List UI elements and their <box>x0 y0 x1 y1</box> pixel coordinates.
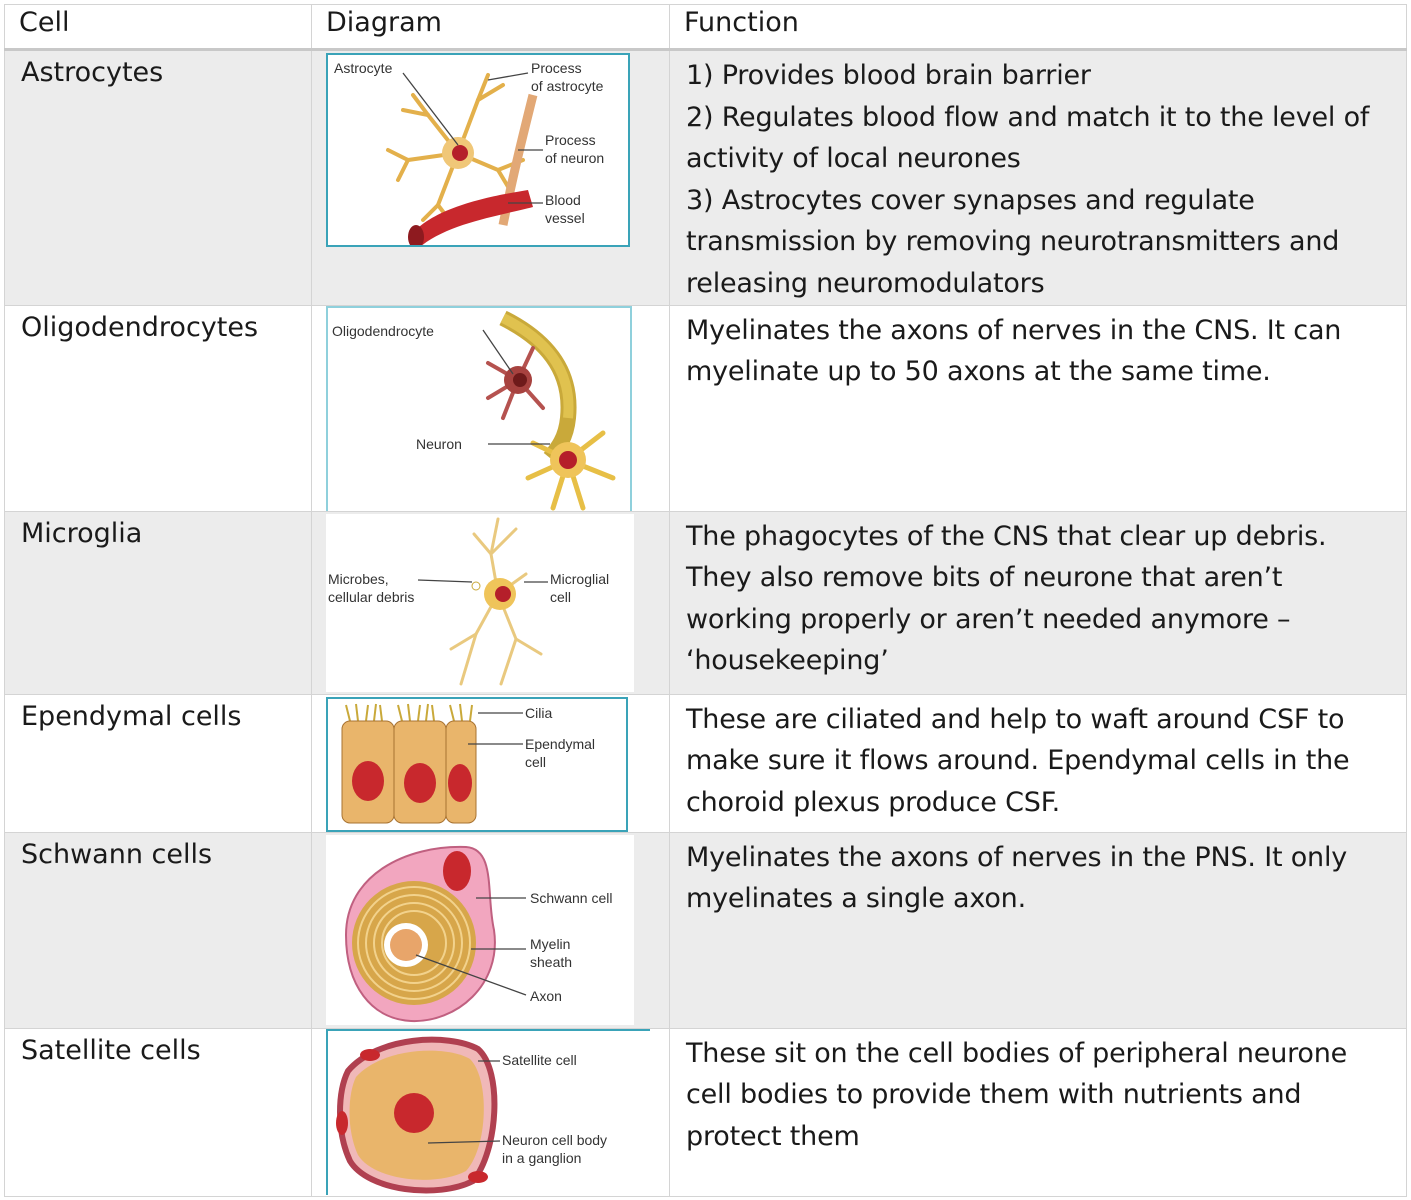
function-cell: Myelinates the axons of nerves in the PN… <box>669 831 1407 1029</box>
diagram-cell: Oligodendrocyte Neuron <box>311 304 670 512</box>
label-microglial-2: cell <box>550 589 571 605</box>
function-line: The phagocytes of the CNS that clear up … <box>686 520 1327 677</box>
function-line: 1) Provides blood brain barrier <box>686 60 1091 91</box>
label-blood-vessel-2: vessel <box>545 210 585 226</box>
header-diagram: Diagram <box>311 4 670 51</box>
cell-name: Satellite cells <box>4 1027 312 1197</box>
diagram-cell: Microbes, cellular debris Microglial cel… <box>311 510 670 695</box>
label-ependymal-1: Ependymal <box>525 736 595 752</box>
glial-cells-table: Cell Diagram Function Astrocytes <box>4 4 1407 1197</box>
label-schwann: Schwann cell <box>530 890 613 906</box>
label-process-neuron-2: of neuron <box>545 150 604 166</box>
label-oligodendrocyte: Oligodendrocyte <box>332 323 434 339</box>
table-row-oligodendrocytes: Oligodendrocytes <box>4 304 1407 512</box>
label-neuron-body-2: in a ganglion <box>502 1150 581 1166</box>
function-line: 3) Astrocytes cover synapses and regulat… <box>686 184 1340 299</box>
ependymal-diagram: Cilia Ependymal cell <box>326 696 628 832</box>
table-row-microglia: Microglia Microbes, cellular debr <box>4 510 1407 695</box>
label-process-astrocyte-1: Process <box>531 60 582 76</box>
cell-name: Ependymal cells <box>4 693 312 833</box>
schwann-diagram: Schwann cell Myelin sheath Axon <box>326 834 634 1025</box>
astrocyte-diagram: Astrocyte Process of astrocyte Process o… <box>326 53 630 247</box>
function-line: These are ciliated and help to waft arou… <box>686 703 1350 818</box>
diagram-cell: Cilia Ependymal cell <box>311 693 670 833</box>
label-process-astrocyte-2: of astrocyte <box>531 78 604 94</box>
label-myelin-1: Myelin <box>530 936 570 952</box>
table-row-astrocytes: Astrocytes <box>4 49 1407 306</box>
header-cell: Cell <box>4 4 312 51</box>
microglia-diagram: Microbes, cellular debris Microglial cel… <box>326 513 634 692</box>
label-process-neuron-1: Process <box>545 132 596 148</box>
cell-name: Oligodendrocytes <box>4 304 312 512</box>
satellite-diagram: Satellite cell Neuron cell body in a gan… <box>326 1028 650 1195</box>
header-function: Function <box>669 4 1407 51</box>
label-blood-vessel-1: Blood <box>545 192 581 208</box>
function-cell: Myelinates the axons of nerves in the CN… <box>669 304 1407 512</box>
label-axon: Axon <box>530 988 562 1004</box>
label-myelin-2: sheath <box>530 954 572 970</box>
header-row: Cell Diagram Function <box>4 4 1407 51</box>
function-line: Myelinates the axons of nerves in the PN… <box>686 841 1348 915</box>
label-satellite: Satellite cell <box>502 1052 577 1068</box>
cell-name: Microglia <box>4 510 312 695</box>
label-ependymal-2: cell <box>525 754 546 770</box>
cell-name: Schwann cells <box>4 831 312 1029</box>
label-microbes-1: Microbes, <box>328 571 389 587</box>
label-neuron: Neuron <box>416 436 462 452</box>
cell-name: Astrocytes <box>4 49 312 306</box>
label-microglial-1: Microglial <box>550 571 609 587</box>
table-row-ependymal: Ependymal cells <box>4 693 1407 833</box>
diagram-cell: Astrocyte Process of astrocyte Process o… <box>311 49 670 306</box>
function-line: Myelinates the axons of nerves in the CN… <box>686 314 1342 388</box>
function-cell: The phagocytes of the CNS that clear up … <box>669 510 1407 695</box>
label-astrocyte: Astrocyte <box>334 60 393 76</box>
function-cell: These are ciliated and help to waft arou… <box>669 693 1407 833</box>
table-row-satellite: Satellite cells Satellite cell Neuron ce… <box>4 1027 1407 1197</box>
label-microbes-2: cellular debris <box>328 589 414 605</box>
function-cell: These sit on the cell bodies of peripher… <box>669 1027 1407 1197</box>
oligodendrocyte-diagram: Oligodendrocyte Neuron <box>326 305 632 511</box>
table-row-schwann: Schwann cells Schwann c <box>4 831 1407 1029</box>
function-cell: 1) Provides blood brain barrier 2) Regul… <box>669 49 1407 306</box>
diagram-cell: Satellite cell Neuron cell body in a gan… <box>311 1027 670 1197</box>
diagram-cell: Schwann cell Myelin sheath Axon <box>311 831 670 1029</box>
function-line: 2) Regulates blood flow and match it to … <box>686 101 1370 175</box>
function-line: These sit on the cell bodies of peripher… <box>686 1037 1348 1152</box>
label-cilia: Cilia <box>525 705 552 721</box>
label-neuron-body-1: Neuron cell body <box>502 1132 607 1148</box>
